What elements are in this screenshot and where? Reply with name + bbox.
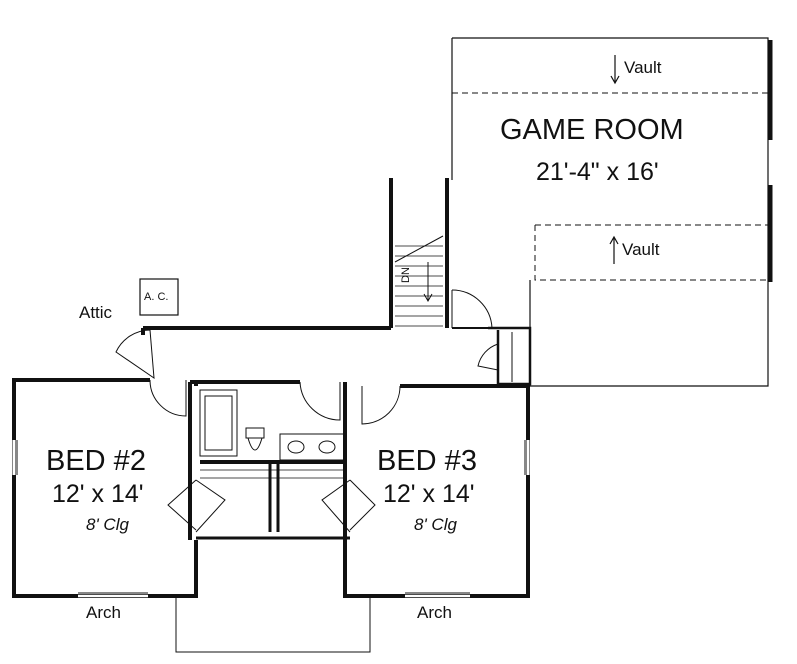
vault-arrow-down-icon bbox=[610, 55, 620, 85]
bath-door bbox=[299, 381, 341, 421]
attic-label: Attic bbox=[79, 303, 113, 322]
vault-bottom-label: Vault bbox=[622, 240, 660, 259]
bed2-door bbox=[149, 379, 187, 417]
bed3-size: 12' x 14' bbox=[383, 480, 475, 508]
arch-left-label: Arch bbox=[86, 603, 121, 622]
bed2-name: BED #2 bbox=[46, 445, 146, 477]
vanity bbox=[279, 433, 345, 461]
tub bbox=[199, 389, 238, 457]
attic-door bbox=[115, 329, 155, 380]
toilet bbox=[245, 427, 265, 451]
arch-right-label: Arch bbox=[417, 603, 452, 622]
bed2-size: 12' x 14' bbox=[52, 480, 144, 508]
stair-break-line bbox=[394, 235, 444, 263]
closet-door bbox=[477, 343, 499, 371]
game-room-name: GAME ROOM bbox=[500, 114, 684, 146]
sink-left bbox=[287, 440, 305, 454]
linen-closet bbox=[488, 326, 532, 386]
game-room-outline bbox=[451, 37, 769, 387]
ac-unit bbox=[139, 278, 179, 316]
stair-arrow-icon bbox=[423, 262, 433, 303]
vault-arrow-up-icon bbox=[609, 235, 619, 264]
bed3-ceiling: 8' Clg bbox=[414, 515, 457, 534]
bath-inner-wall bbox=[268, 462, 280, 532]
bed3-closet-doors bbox=[321, 479, 376, 533]
game-room-size: 21'-4" x 16' bbox=[536, 158, 659, 186]
ac-label: A. C. bbox=[144, 291, 169, 303]
vault-top-label: Vault bbox=[624, 58, 662, 77]
bed3-name: BED #3 bbox=[377, 445, 477, 477]
game-room-door bbox=[451, 289, 493, 329]
vault-band-bottom bbox=[534, 224, 768, 281]
stair-treads bbox=[395, 245, 443, 327]
hall-wall-top bbox=[141, 326, 391, 335]
porch-outline bbox=[175, 596, 371, 653]
bed2-ceiling: 8' Clg bbox=[86, 515, 129, 534]
stair-dn-label: DN bbox=[400, 267, 412, 283]
sink-right bbox=[318, 440, 336, 454]
bed3-walls bbox=[343, 384, 530, 598]
bed2-closet-doors bbox=[167, 479, 226, 533]
bed3-door bbox=[361, 385, 401, 425]
bath-hatch bbox=[200, 469, 345, 479]
